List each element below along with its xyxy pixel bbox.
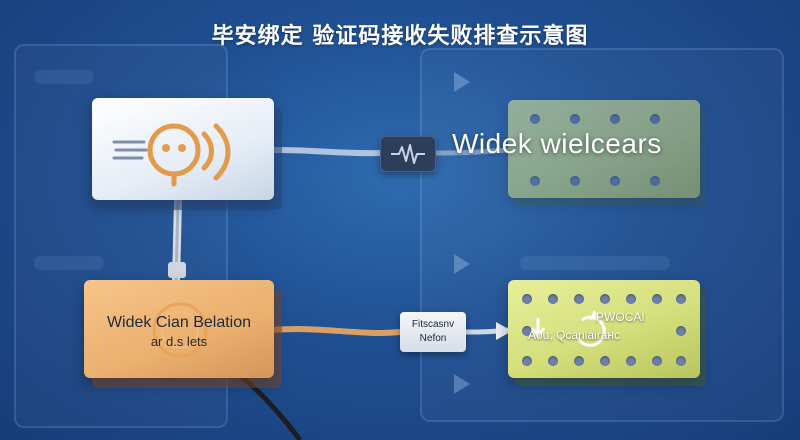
chip-line-1: Fitscasnv [411,319,455,330]
connector-label-chip: Fitscasnv Nefon [400,312,466,352]
bg-panel-left [14,44,228,428]
board-bottom-caption: Aou; Qcanlairaнc [528,328,621,342]
bg-play-icon [454,374,470,394]
signal-chip [380,136,436,172]
diagram-title: 毕安绑定 验证码接收失败排查示意图 [211,24,589,49]
board-top [508,100,700,198]
bg-bar [520,256,670,270]
chip-line-2: Nefon [419,333,447,344]
device-box-top [92,98,274,200]
device-box-bottom: Widek Cian Belation ar d.s lets [84,280,274,378]
target-ring-icon [152,302,208,358]
bg-panel-right [420,48,784,422]
bg-play-icon [454,254,470,274]
waveform-icon [391,144,425,164]
bottom-box-sublabel: ar d.s lets [150,334,208,349]
bg-bar [34,256,104,270]
board-bottom [508,280,700,378]
bg-play-icon [454,72,470,92]
refresh-icon [530,310,606,347]
board-bottom-title: PWOCAI [596,310,645,324]
board-top-label: Widek wielcears [452,128,662,159]
face-signal-icon [112,123,231,187]
bottom-box-label: Widek Cian Belation [106,314,252,331]
bg-bar [34,70,94,84]
